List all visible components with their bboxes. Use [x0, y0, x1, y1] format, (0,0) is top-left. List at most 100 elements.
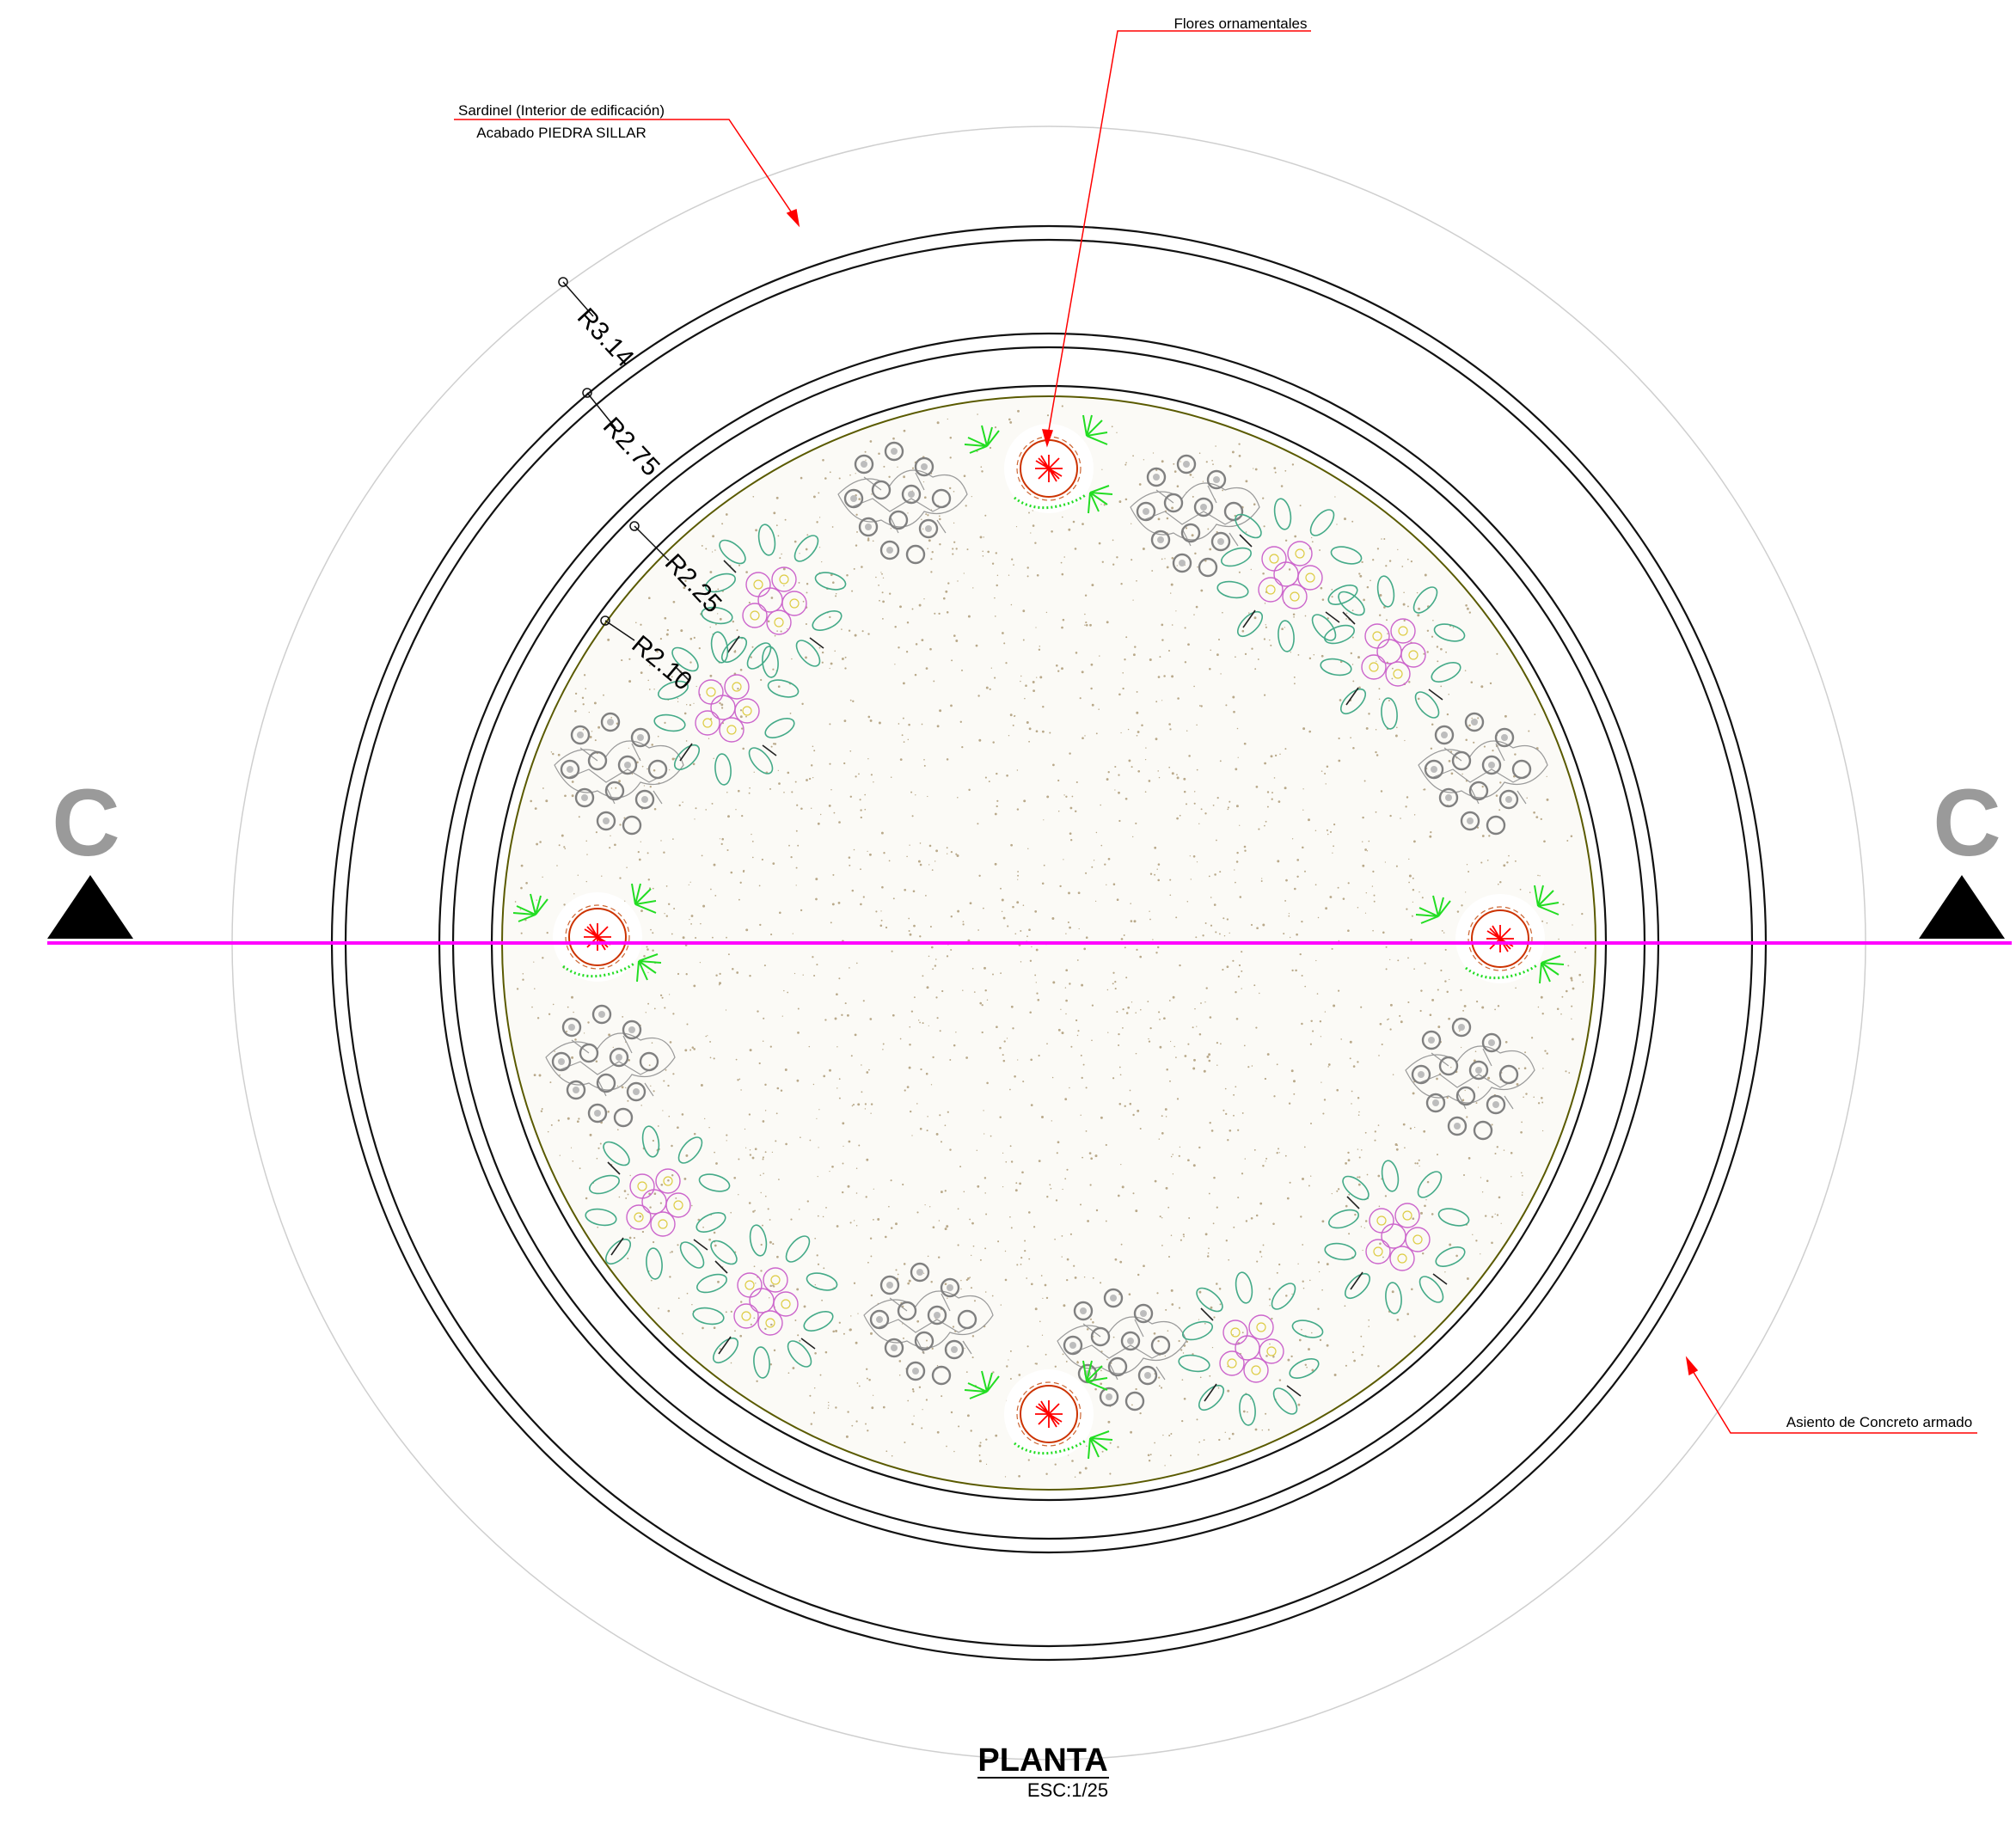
soil-speckle [1361, 560, 1363, 564]
soil-speckle [738, 898, 740, 901]
soil-speckle [800, 909, 803, 912]
soil-speckle [1235, 768, 1238, 771]
soil-speckle [881, 591, 884, 594]
soil-speckle [1468, 611, 1471, 614]
soil-speckle [1027, 1211, 1031, 1214]
soil-speckle [680, 629, 683, 633]
soil-speckle [1241, 629, 1245, 633]
soil-speckle [1483, 745, 1486, 748]
soil-speckle [774, 743, 777, 745]
soil-speckle [1032, 681, 1035, 683]
soil-speckle [1238, 455, 1241, 457]
soil-speckle [647, 1002, 650, 1005]
soil-speckle [601, 875, 603, 877]
soil-speckle [877, 1218, 880, 1221]
soil-speckle [711, 802, 714, 805]
soil-speckle [800, 1136, 801, 1139]
soil-speckle [557, 753, 561, 756]
soil-speckle [710, 888, 712, 891]
soil-speckle [776, 630, 778, 632]
soil-speckle [1269, 1305, 1271, 1307]
soil-speckle [829, 615, 831, 619]
soil-speckle [1215, 931, 1217, 934]
soil-speckle [1069, 926, 1071, 929]
soil-speckle [649, 664, 651, 666]
soil-speckle [1084, 613, 1086, 615]
soil-speckle [1184, 627, 1186, 629]
soil-speckle [1278, 1379, 1282, 1381]
soil-speckle [1391, 677, 1394, 680]
soil-speckle [1245, 531, 1247, 533]
soil-speckle [1395, 726, 1398, 729]
soil-speckle [1247, 1411, 1248, 1413]
soil-speckle [865, 1196, 867, 1198]
soil-speckle [610, 787, 613, 789]
soil-speckle [1034, 1362, 1037, 1365]
soil-speckle [1481, 1006, 1485, 1009]
soil-speckle [1172, 995, 1175, 999]
soil-speckle [911, 1135, 913, 1136]
soil-speckle [806, 1200, 809, 1203]
soil-speckle [681, 1113, 684, 1116]
soil-speckle [953, 522, 955, 524]
soil-speckle [1278, 800, 1281, 803]
soil-speckle [648, 1064, 651, 1067]
soil-speckle [1582, 981, 1584, 983]
soil-speckle [1281, 628, 1284, 630]
soil-speckle [1377, 1124, 1380, 1126]
soil-speckle [1165, 1186, 1168, 1190]
soil-speckle [1397, 959, 1400, 962]
soil-speckle [1137, 769, 1141, 773]
soil-speckle [558, 844, 561, 847]
soil-speckle [1321, 654, 1324, 658]
soil-speckle [1038, 1160, 1041, 1162]
soil-speckle [1092, 1321, 1094, 1324]
soil-speckle [1112, 539, 1114, 542]
soil-speckle [1200, 705, 1203, 707]
soil-speckle [1054, 1463, 1057, 1466]
soil-speckle [1413, 1335, 1416, 1338]
soil-speckle [596, 1157, 598, 1160]
soil-speckle [734, 650, 737, 652]
soil-speckle [1006, 774, 1008, 777]
soil-speckle [1362, 816, 1364, 819]
soil-speckle [1408, 681, 1411, 683]
soil-speckle [994, 426, 997, 429]
soil-speckle [542, 957, 544, 959]
soil-speckle [1237, 756, 1239, 758]
soil-speckle [1368, 713, 1370, 715]
soil-speckle [1143, 1264, 1145, 1268]
soil-speckle [1284, 469, 1287, 472]
soil-speckle [800, 476, 803, 480]
soil-speckle [1254, 668, 1257, 670]
soil-speckle [682, 801, 683, 803]
soil-speckle [881, 572, 883, 575]
soil-speckle [913, 1415, 915, 1417]
soil-speckle [838, 977, 841, 980]
soil-speckle [1541, 1013, 1544, 1015]
soil-speckle [1196, 861, 1198, 863]
soil-speckle [932, 968, 934, 970]
soil-speckle [1063, 556, 1065, 558]
soil-speckle [812, 956, 814, 958]
soil-speckle [1289, 1181, 1291, 1184]
soil-speckle [1420, 1211, 1423, 1215]
soil-speckle [1336, 1088, 1339, 1092]
soil-speckle [1496, 1214, 1499, 1216]
soil-speckle [1125, 636, 1128, 639]
soil-speckle [1122, 672, 1124, 674]
soil-speckle [1218, 933, 1221, 935]
soil-speckle [801, 702, 804, 706]
soil-speckle [594, 739, 597, 742]
soil-speckle [885, 1450, 888, 1453]
soil-speckle [732, 620, 735, 623]
soil-speckle [738, 564, 741, 566]
soil-speckle [1268, 1298, 1271, 1301]
soil-speckle [790, 1218, 793, 1221]
soil-speckle [983, 1133, 985, 1135]
soil-speckle [733, 1176, 737, 1179]
soil-speckle [1065, 933, 1067, 934]
soil-speckle [709, 1040, 712, 1043]
soil-speckle [763, 1173, 764, 1174]
soil-speckle [794, 540, 797, 543]
